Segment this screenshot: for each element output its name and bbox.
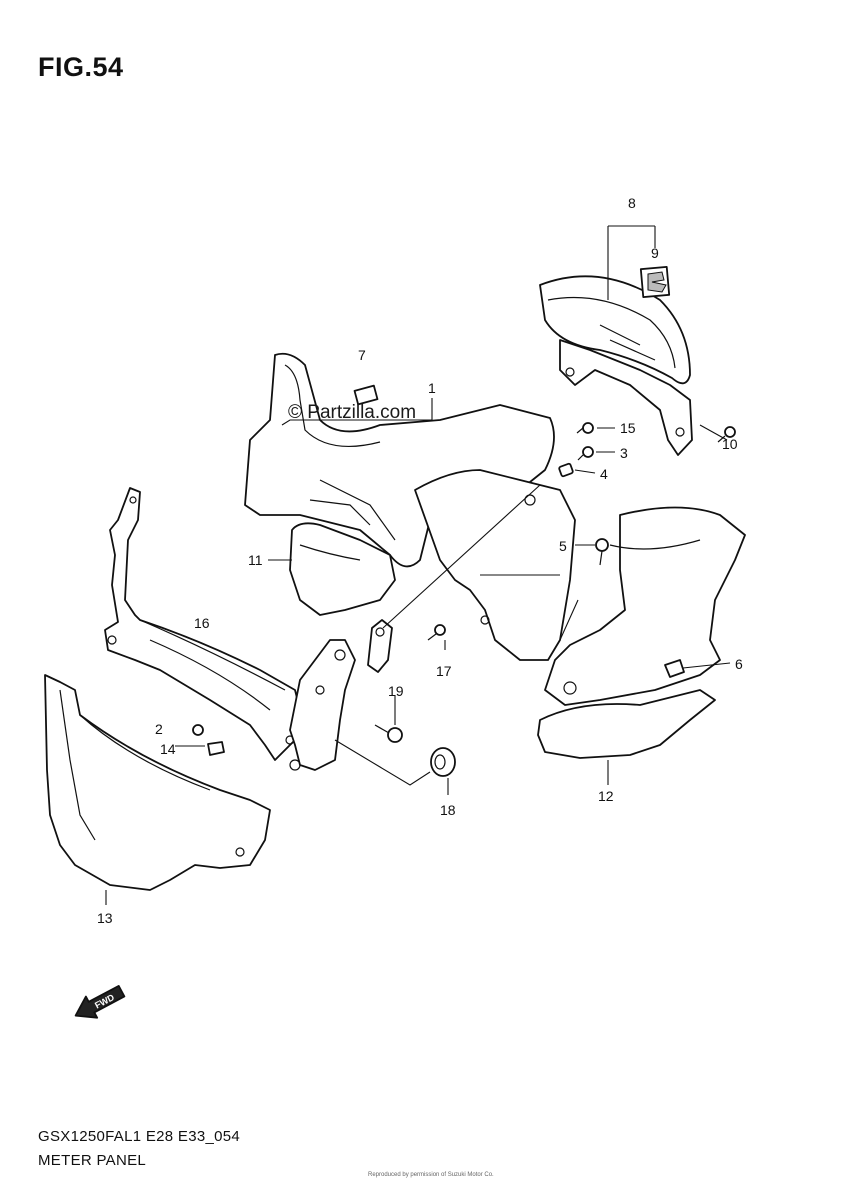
callout-15[interactable]: 15 xyxy=(620,420,636,436)
fastener-collar-4 xyxy=(558,462,574,478)
fine-print: Reproduced by permission of Suzuki Motor… xyxy=(368,1172,494,1178)
callout-1[interactable]: 1 xyxy=(428,380,436,396)
fastener-screw-17 xyxy=(427,624,446,641)
model-code: GSX1250FAL1 E28 E33_054 xyxy=(38,1128,241,1145)
partzilla-watermark: © Partzilla.com xyxy=(288,402,417,423)
fastener-screw-5 xyxy=(595,538,609,566)
figure-title: FIG.54 xyxy=(38,52,124,82)
callout-16[interactable]: 16 xyxy=(194,615,210,631)
callout-4[interactable]: 4 xyxy=(600,466,608,482)
callout-7[interactable]: 7 xyxy=(358,347,366,363)
fastener-bolt-19 xyxy=(374,724,403,743)
callout-19[interactable]: 19 xyxy=(388,683,404,699)
clip-part xyxy=(664,659,685,678)
callout-13[interactable]: 13 xyxy=(97,910,113,926)
callout-5[interactable]: 5 xyxy=(559,538,567,554)
callout-6[interactable]: 6 xyxy=(735,656,743,672)
fastener-nut-14 xyxy=(207,741,225,756)
fastener-clip-2 xyxy=(192,724,204,736)
fastener-bolt-3 xyxy=(577,446,594,461)
meter-cover-part xyxy=(539,275,693,456)
callout-8[interactable]: 8 xyxy=(628,195,636,211)
suzuki-emblem-icon xyxy=(639,266,671,298)
section-name: METER PANEL xyxy=(38,1152,147,1169)
callout-17[interactable]: 17 xyxy=(436,663,452,679)
right-side-panel-part xyxy=(537,506,746,759)
lower-bracket-part xyxy=(104,487,306,761)
fastener-bolt-15 xyxy=(576,422,594,434)
callout-2[interactable]: 2 xyxy=(155,721,163,737)
leader-lines xyxy=(105,225,731,905)
fastener-screw-10 xyxy=(717,426,736,443)
center-bracket-part xyxy=(289,619,393,771)
left-side-cover-part xyxy=(289,522,396,616)
callout-3[interactable]: 3 xyxy=(620,445,628,461)
fwd-arrow-icon: FWD xyxy=(74,984,126,1019)
callout-12[interactable]: 12 xyxy=(598,788,614,804)
caution-label-part xyxy=(353,384,379,406)
callout-11[interactable]: 11 xyxy=(248,552,263,568)
callout-9[interactable]: 9 xyxy=(651,245,659,261)
callout-18[interactable]: 18 xyxy=(440,802,456,818)
callout-14[interactable]: 14 xyxy=(160,741,176,757)
inner-cover-main-part xyxy=(244,352,576,661)
lower-cover-part xyxy=(44,674,271,891)
grommet-18 xyxy=(430,747,456,777)
callout-10[interactable]: 10 xyxy=(722,436,738,452)
